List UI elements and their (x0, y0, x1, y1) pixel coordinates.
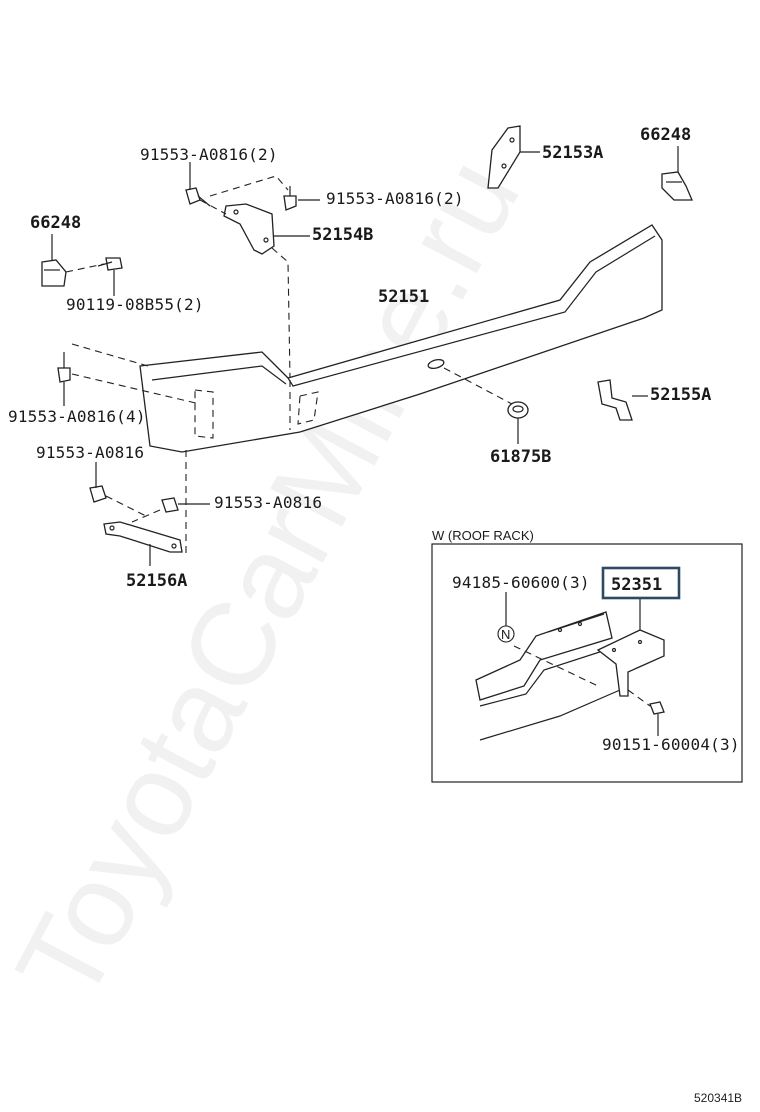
bolt-91553-lower-a[interactable] (89, 485, 107, 503)
bracket-52155A[interactable] (597, 379, 633, 421)
clip-66248-left[interactable] (41, 259, 67, 287)
svg-text:N: N (501, 627, 510, 642)
label-61875B: 61875B (490, 447, 551, 467)
inset-roof-rack: W (ROOF RACK) N 94185-60600(3) (431, 528, 743, 783)
label-91553-low: 91553-A0816 (214, 493, 322, 512)
label-52154B: 52154B (312, 225, 373, 245)
bracket-52351[interactable] (596, 629, 665, 697)
label-94185: 94185-60600(3) (452, 573, 590, 592)
bolt-91553-right[interactable] (283, 186, 297, 211)
bolt-91553-top[interactable] (185, 187, 211, 207)
label-90119: 90119-08B55(2) (66, 295, 204, 314)
label-52155A: 52155A (650, 385, 711, 405)
grommet-61875B[interactable] (507, 401, 529, 419)
clip-66248-right[interactable] (661, 171, 693, 201)
symbol-n-circle: N (497, 625, 515, 643)
label-66248-left: 66248 (30, 213, 81, 233)
highlight-52351[interactable]: 52351 (601, 566, 681, 600)
label-52156A: 52156A (126, 571, 187, 591)
bracket-52156A[interactable] (103, 521, 183, 553)
label-91553-right: 91553-A0816(2) (326, 189, 464, 208)
label-91553-top: 91553-A0816(2) (140, 145, 278, 164)
bumper-52151[interactable] (139, 224, 663, 453)
bracket-52153A[interactable] (487, 125, 521, 189)
figure-ref: 520341B (694, 1091, 742, 1105)
label-52351: 52351 (611, 575, 662, 595)
label-52151: 52151 (378, 287, 429, 307)
screw-90119[interactable] (97, 257, 123, 271)
label-52153A: 52153A (542, 143, 603, 163)
label-66248-right: 66248 (640, 125, 691, 145)
label-91553-four: 91553-A0816(4) (8, 407, 146, 426)
label-90151: 90151-60004(3) (602, 735, 740, 754)
bracket-52154B[interactable] (223, 203, 275, 255)
label-91553-mid: 91553-A0816 (36, 443, 144, 462)
inset-title: W (ROOF RACK) (432, 528, 534, 543)
bolt-91553-left[interactable] (57, 352, 71, 383)
screw-90151[interactable] (649, 701, 665, 715)
bolt-91553-lower-b[interactable] (161, 497, 179, 513)
